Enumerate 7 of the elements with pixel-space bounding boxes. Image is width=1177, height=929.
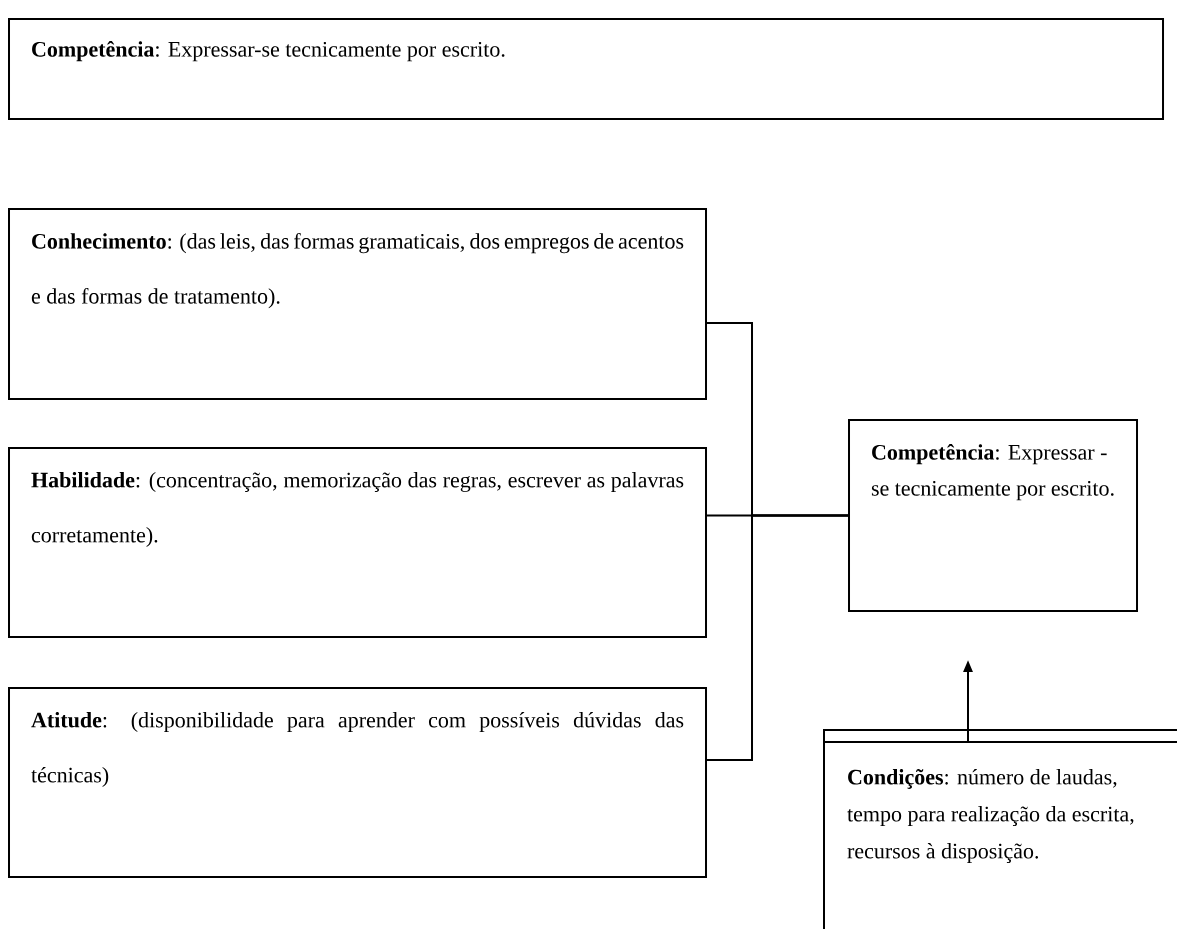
text-box: Atitude: (disponibilidade para aprender com possíveis dúvidas das técnicas) bbox=[8, 687, 707, 878]
text-box: Habilidade: (concentração, memorização das regras, escrever as palavras corretamente). bbox=[8, 447, 707, 638]
connector-line bbox=[706, 514, 849, 761]
text-box: Competência: Expressar - se tecnicamente por escrito. bbox=[848, 419, 1138, 612]
text-box: Competência: Expressar-se tecnicamente por escrito. bbox=[8, 18, 1164, 120]
text-box: Condições: número de laudas, tempo para realização da escrita, recursos à disposição. bbox=[823, 729, 1177, 929]
text-box: Conhecimento: (das leis, das formas gramaticais, dos empregos de acentos e das formas de tratamento). bbox=[8, 208, 707, 400]
